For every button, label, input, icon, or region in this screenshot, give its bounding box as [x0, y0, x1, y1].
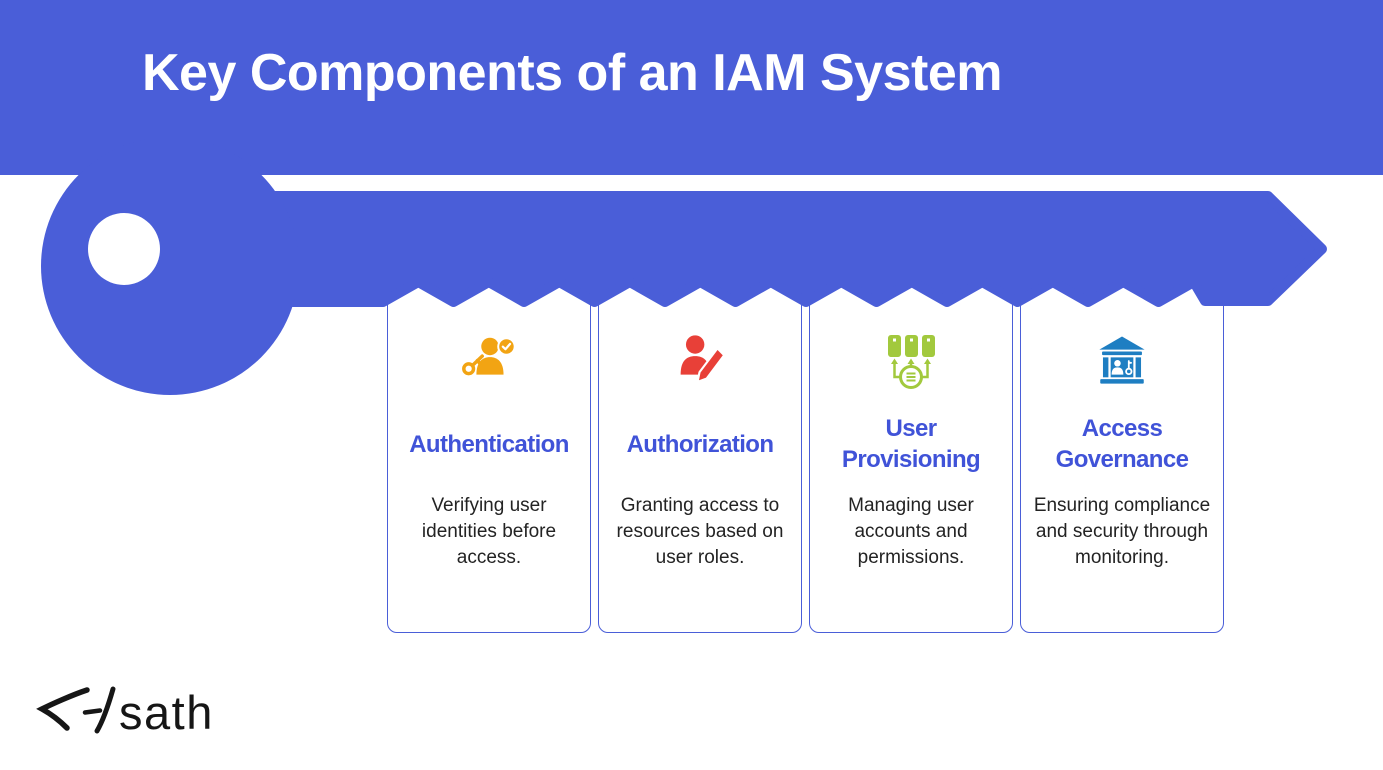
card-title: User Provisioning	[841, 415, 981, 473]
card-title: Authentication	[409, 430, 569, 458]
bank-building-icon	[1093, 330, 1151, 392]
card-title: Access Governance	[1055, 415, 1189, 473]
header-banner: Key Components of an IAM System	[0, 0, 1383, 175]
card-description: Managing user accounts and permissions.	[848, 495, 974, 568]
card-title: Authorization	[626, 430, 774, 458]
card-authorization: Authorization Granting access to resourc…	[598, 272, 802, 633]
user-pen-icon	[669, 330, 731, 392]
card-user-provisioning: User Provisioning Managing user accounts…	[809, 272, 1013, 633]
key-head	[41, 137, 299, 395]
component-cards: Authentication Verifying user identities…	[387, 272, 1224, 633]
sath-logo: sath	[34, 678, 224, 743]
key-head-hole	[88, 213, 160, 285]
card-authentication: Authentication Verifying user identities…	[387, 272, 591, 633]
user-key-check-icon	[458, 330, 520, 392]
card-description: Granting access to resources based on us…	[616, 495, 784, 568]
card-access-governance: Access Governance Ensuring compliance an…	[1020, 272, 1224, 633]
logo-text: sath	[119, 686, 214, 738]
card-description: Ensuring compliance and security through…	[1033, 495, 1211, 568]
page-title: Key Components of an IAM System	[142, 44, 1002, 102]
logo-chevron-slash-icon	[36, 686, 116, 734]
provisioning-servers-icon	[879, 330, 943, 392]
card-description: Verifying user identities before access.	[421, 495, 557, 568]
